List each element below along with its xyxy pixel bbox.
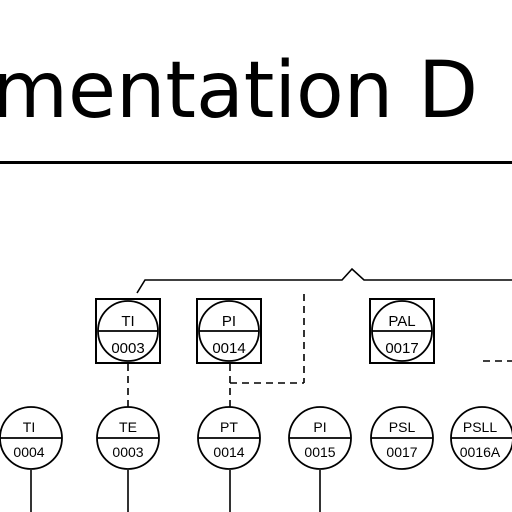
instrument-number: 0015 [304, 444, 335, 460]
field-instrument-ti: TI 0004 [0, 406, 63, 470]
instrument-function: TE [119, 419, 137, 435]
instrument-number: 0016A [460, 444, 501, 460]
instrument-function: TI [23, 419, 35, 435]
instrument-function: PI [313, 419, 326, 435]
shared-instrument-pi: PI 0014 [196, 298, 262, 364]
instrument-number: 0017 [386, 444, 417, 460]
page-title: mentation D [0, 46, 479, 136]
field-instrument-te: TE 0003 [96, 406, 160, 470]
instrument-number: 0017 [385, 340, 418, 357]
field-instrument-psl: PSL 0017 [370, 406, 434, 470]
field-instrument-pi: PI 0015 [288, 406, 352, 470]
instrument-function: PT [220, 419, 238, 435]
instrument-number: 0004 [13, 444, 44, 460]
instrument-function: TI [121, 313, 134, 330]
instrument-number: 0014 [213, 444, 244, 460]
instrument-function: PSL [389, 419, 416, 435]
shared-instrument-ti: TI 0003 [95, 298, 161, 364]
field-instrument-psll: PSLL 0016A [450, 406, 512, 470]
instrument-number: 0003 [112, 444, 143, 460]
title-underline [0, 161, 512, 164]
data-link-line [136, 267, 512, 294]
field-instrument-pt: PT 0014 [197, 406, 261, 470]
instrument-function: PAL [388, 313, 415, 330]
instrument-function: PI [222, 313, 236, 330]
instrument-number: 0014 [212, 340, 245, 357]
instrument-number: 0003 [111, 340, 144, 357]
instrument-function: PSLL [463, 419, 497, 435]
shared-instrument-pal: PAL 0017 [369, 298, 435, 364]
